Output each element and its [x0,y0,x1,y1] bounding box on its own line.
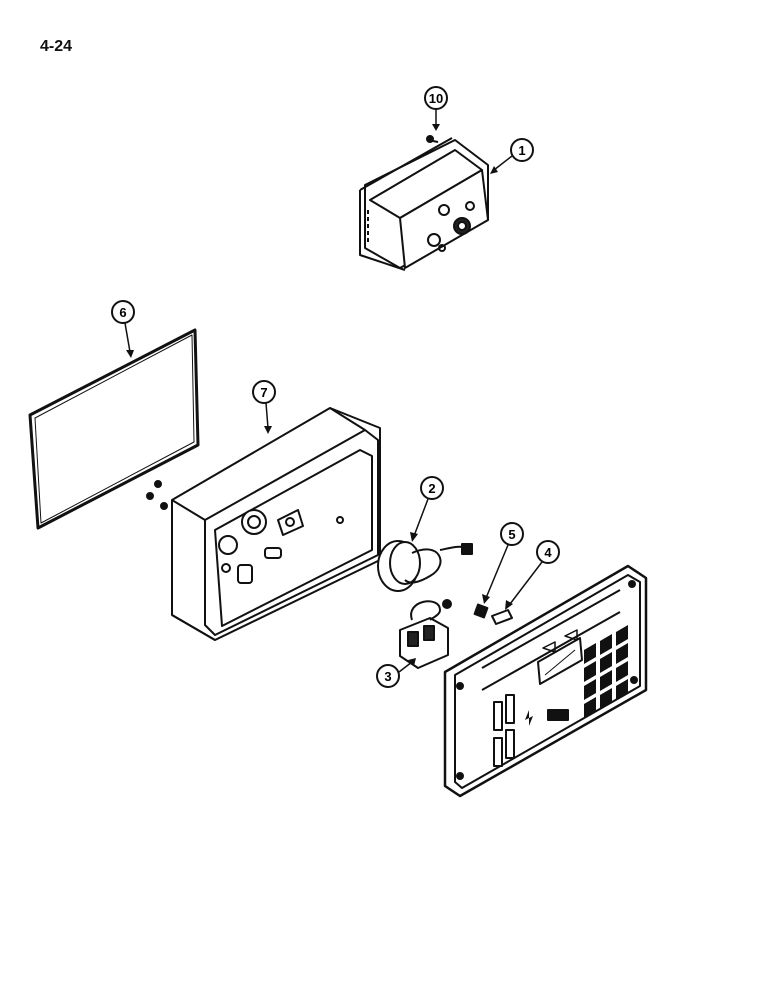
callout-10-label: 10 [429,91,443,106]
part-housing [171,407,381,641]
callout-3-label: 3 [384,669,391,684]
part-module-box [359,137,489,271]
callout-5: 5 [482,522,524,604]
part-speaker [377,540,473,592]
callout-3: 3 [376,658,416,688]
part-screw [426,135,439,143]
callout-1-label: 1 [518,143,525,158]
callout-1: 1 [490,138,534,174]
part-clip-4 [491,609,513,625]
callout-10: 10 [424,86,448,131]
callout-7-label: 7 [260,385,267,400]
part-gasket [28,328,200,530]
part-faceplate [443,564,648,798]
page-number: 4-24 [40,38,73,55]
callout-5-label: 5 [508,527,515,542]
callout-6: 6 [111,300,135,358]
callouts: 10 1 6 7 2 5 [111,86,560,688]
part-switch-connector [399,599,452,669]
callout-4-label: 4 [544,545,552,560]
callout-6-label: 6 [119,305,126,320]
callout-2: 2 [410,476,444,542]
part-housing-screws [146,480,168,510]
callout-2-label: 2 [428,481,435,496]
callout-7: 7 [252,380,276,434]
part-clip-5 [473,603,489,619]
callout-4: 4 [505,540,560,610]
keypad [584,625,628,718]
